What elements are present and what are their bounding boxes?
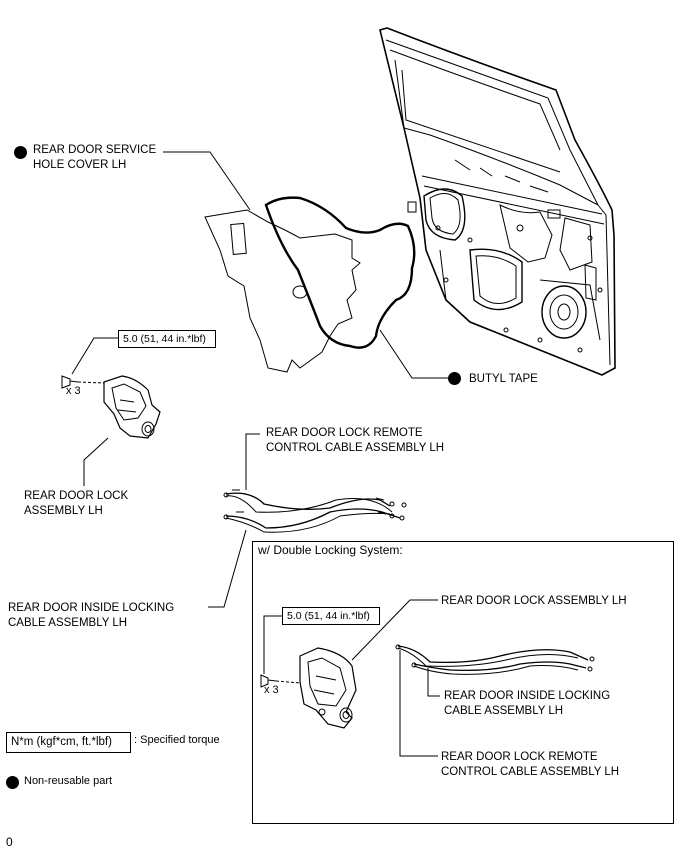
inside-cable-label-line1: REAR DOOR INSIDE LOCKING (8, 602, 175, 614)
double-locking-inset (252, 541, 674, 824)
leader-lock-assembly (83, 437, 109, 486)
inset-remote-cable-label-line1: REAR DOOR LOCK REMOTE (441, 751, 598, 763)
legend-torque-desc: : Specified torque (134, 734, 220, 746)
lock-assembly-label-line1: REAR DOOR LOCK (24, 490, 129, 502)
inset-title: w/ Double Locking System: (258, 543, 403, 557)
service-hole-cover-label: REAR DOOR SERVICE HOLE COVER LH (33, 143, 156, 173)
leader-inset-remote-cable (399, 650, 438, 757)
service-hole-cover-illustration (204, 209, 361, 373)
inset-bolt-quantity: x 3 (264, 684, 279, 696)
leader-inset-lock (351, 599, 438, 661)
service-hole-cover-label-line2: HOLE COVER LH (33, 159, 127, 171)
leader-service-cover (163, 151, 251, 211)
inset-cables-illustration (395, 644, 595, 675)
cables-illustration (223, 489, 407, 533)
inset-inside-cable-label-line2: CABLE ASSEMBLY LH (444, 705, 564, 717)
leader-inside-cable (208, 529, 247, 608)
legend-nonreusable-marker (6, 776, 19, 789)
inset-inside-cable-label-line1: REAR DOOR INSIDE LOCKING (444, 690, 611, 702)
remote-cable-label: REAR DOOR LOCK REMOTE CONTROL CABLE ASSE… (266, 426, 444, 456)
lock-assembly-label-line2: ASSEMBLY LH (24, 505, 103, 517)
leader-inset-torque (263, 615, 282, 674)
inset-remote-cable-label: REAR DOOR LOCK REMOTE CONTROL CABLE ASSE… (441, 750, 619, 780)
remote-cable-label-line1: REAR DOOR LOCK REMOTE (266, 427, 423, 439)
leader-torque-main (71, 337, 118, 375)
inset-lock-assembly-label: REAR DOOR LOCK ASSEMBLY LH (441, 595, 627, 607)
legend-torque-unit-box: N*m (kgf*cm, ft.*lbf) (6, 732, 131, 753)
inset-door-lock-illustration (299, 647, 357, 729)
figure-code: 0 (6, 835, 13, 849)
door-lock-illustration (103, 375, 161, 439)
remote-cable-label-line2: CONTROL CABLE ASSEMBLY LH (266, 442, 445, 454)
butyl-tape-illustration (264, 196, 416, 349)
inset-bolt-icon (260, 674, 277, 688)
inset-remote-cable-label-line2: CONTROL CABLE ASSEMBLY LH (441, 766, 620, 778)
leader-butyl-tape (379, 329, 448, 379)
legend-nonreusable-desc: Non-reusable part (24, 775, 113, 787)
main-bolt-icon (61, 375, 79, 389)
inset-torque-spec-box: 5.0 (51, 44 in.*lbf) (282, 607, 380, 625)
leader-remote-cable (245, 433, 260, 490)
inset-inside-cable-label: REAR DOOR INSIDE LOCKING CABLE ASSEMBLY … (444, 689, 610, 719)
butyl-tape-label: BUTYL TAPE (469, 373, 538, 385)
leader-inset-inside-cable (427, 668, 440, 697)
inside-cable-label: REAR DOOR INSIDE LOCKING CABLE ASSEMBLY … (8, 601, 174, 631)
service-hole-cover-label-line1: REAR DOOR SERVICE (33, 144, 157, 156)
nonreusable-marker (14, 146, 27, 159)
lock-assembly-label: REAR DOOR LOCK ASSEMBLY LH (24, 489, 128, 519)
bolt-quantity: x 3 (66, 385, 81, 397)
inside-cable-label-line2: CABLE ASSEMBLY LH (8, 617, 128, 629)
rear-door-illustration (379, 27, 616, 376)
nonreusable-marker (448, 372, 461, 385)
torque-spec-box: 5.0 (51, 44 in.*lbf) (118, 330, 216, 348)
